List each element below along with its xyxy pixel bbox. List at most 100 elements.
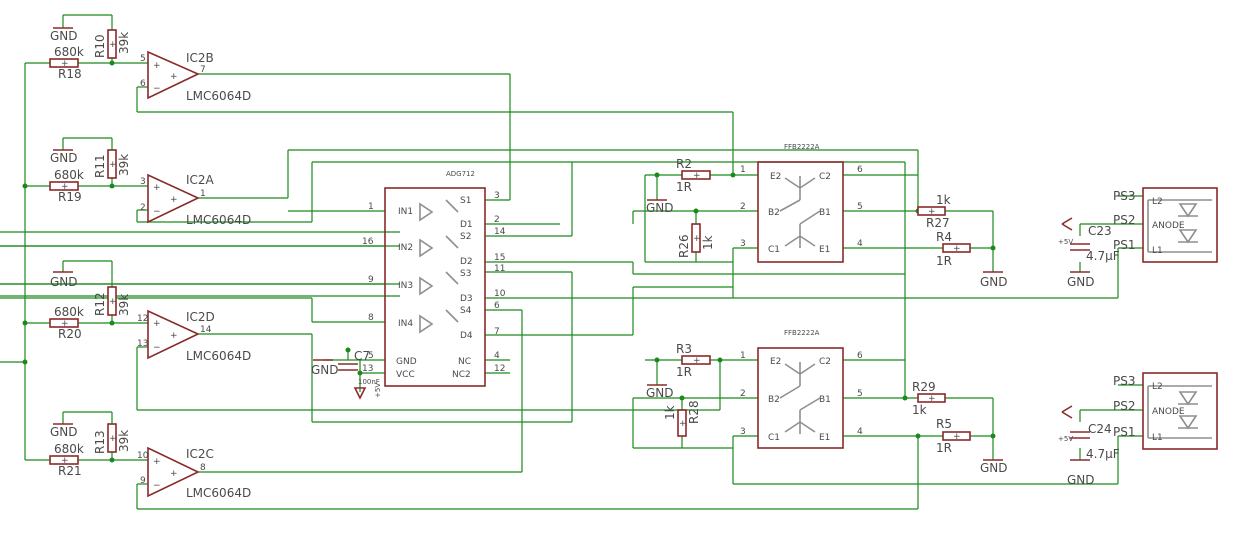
svg-text:PS2: PS2	[1113, 213, 1136, 227]
svg-text:L1: L1	[1152, 246, 1163, 256]
svg-text:+: +	[679, 419, 687, 429]
resistor-name: R4	[936, 230, 952, 244]
svg-text:12: 12	[494, 364, 505, 374]
gnd-symbol: GND	[1067, 271, 1095, 289]
svg-text:+: +	[61, 456, 69, 466]
pin-label: 12	[137, 314, 148, 324]
svg-text:GND: GND	[50, 425, 78, 439]
svg-text:+: +	[153, 319, 161, 329]
svg-text:6: 6	[857, 351, 863, 361]
svg-text:+: +	[109, 40, 117, 50]
svg-text:PS1: PS1	[1113, 238, 1136, 252]
resistor-value: 1k	[936, 193, 951, 207]
svg-text:S1: S1	[460, 196, 471, 206]
svg-text:GND: GND	[980, 461, 1008, 475]
gnd-symbol: GND	[980, 459, 1008, 475]
resistor-name: R26	[677, 234, 691, 258]
svg-text:+: +	[953, 244, 961, 254]
resistor-value: 1k	[701, 235, 715, 250]
supply-label: +5V	[374, 383, 382, 398]
svg-text:C2: C2	[819, 172, 831, 182]
svg-text:NC: NC	[458, 357, 471, 367]
resistor-r5: + R5 1R	[936, 417, 971, 455]
resistor-r27: + 1k R27	[917, 193, 951, 230]
svg-text:B2: B2	[768, 208, 780, 218]
svg-text:+: +	[61, 182, 69, 192]
pin-label: 9	[140, 476, 146, 486]
transistor-lower: FFB2222A E2 C2 B2 B1 C1 E1 1 2 3 6 5 4	[740, 329, 863, 449]
capacitor-value: 4.7µF	[1086, 249, 1120, 263]
svg-text:PS3: PS3	[1113, 189, 1136, 203]
component-name: FFB2222A	[784, 143, 820, 151]
resistor-value: 1R	[936, 441, 952, 455]
resistor-r21: + 680k R21	[49, 442, 84, 478]
svg-text:GND: GND	[50, 151, 78, 165]
svg-text:4: 4	[494, 351, 500, 361]
svg-text:GND: GND	[311, 363, 339, 377]
svg-text:B1: B1	[819, 208, 831, 218]
component-name: FFB2222A	[784, 329, 820, 337]
svg-text:D3: D3	[460, 294, 473, 304]
svg-text:7: 7	[494, 327, 500, 337]
svg-text:−: −	[153, 343, 161, 353]
led-module-lower: PS3 PS2 PS1 L2 ANODE L1	[1113, 372, 1218, 450]
capacitor-c23: C23 4.7µF +5V	[1058, 217, 1120, 263]
svg-text:L1: L1	[1152, 433, 1163, 443]
svg-text:2: 2	[740, 202, 746, 212]
svg-text:E1: E1	[819, 433, 830, 443]
svg-text:E2: E2	[770, 172, 781, 182]
svg-text:E1: E1	[819, 245, 830, 255]
svg-text:13: 13	[362, 364, 373, 374]
svg-text:B1: B1	[819, 395, 831, 405]
resistor-name: R20	[58, 327, 82, 341]
resistor-r12: + R12 39k	[93, 286, 131, 316]
svg-text:1: 1	[368, 202, 374, 212]
resistor-value: 1k	[663, 405, 677, 420]
gnd-symbol: GND	[980, 271, 1008, 289]
resistor-r26: + R26 1k	[677, 223, 715, 258]
resistor-name: R13	[93, 430, 107, 454]
svg-text:E2: E2	[770, 357, 781, 367]
svg-text:+: +	[170, 469, 178, 479]
resistor-value: 680k	[54, 305, 84, 319]
resistor-r3: + R3 1R	[676, 342, 711, 379]
resistor-name: R27	[926, 216, 950, 230]
capacitor-c7: C7 100nF +5V	[338, 349, 382, 400]
svg-text:IN3: IN3	[398, 281, 413, 291]
svg-text:L2: L2	[1152, 382, 1163, 392]
resistor-r19: + 680k R19	[49, 168, 84, 204]
wires	[0, 14, 1143, 510]
svg-text:5: 5	[857, 389, 863, 399]
resistor-r2: + R2 1R	[676, 157, 711, 194]
gnd-symbol: GND	[50, 423, 78, 439]
resistor-name: R28	[687, 400, 701, 424]
opamp-ic2a: 3 2 1 +− + IC2A LMC6064D	[140, 173, 251, 227]
resistor-value: 39k	[117, 430, 131, 452]
svg-text:L2: L2	[1152, 197, 1163, 207]
resistor-r13: + R13 39k	[93, 423, 131, 454]
svg-text:3: 3	[494, 191, 500, 201]
gnd-symbol: GND	[646, 199, 674, 215]
transistor-upper: FFB2222A E2 C2 B2 B1 C1 E1 1 2 3 6 5 4	[740, 143, 863, 263]
svg-text:3: 3	[740, 239, 746, 249]
svg-text:+: +	[61, 59, 69, 69]
svg-text:GND: GND	[396, 357, 417, 367]
svg-text:IN4: IN4	[398, 319, 413, 329]
svg-text:6: 6	[857, 165, 863, 175]
svg-text:+: +	[153, 183, 161, 193]
pin-label: 6	[140, 79, 146, 89]
svg-text:GND: GND	[50, 275, 78, 289]
svg-text:14: 14	[494, 227, 506, 237]
svg-text:VCC: VCC	[396, 370, 415, 380]
svg-text:+: +	[109, 160, 117, 170]
svg-text:10: 10	[494, 289, 506, 299]
svg-text:PS3: PS3	[1113, 374, 1136, 388]
svg-text:ANODE: ANODE	[1152, 407, 1185, 417]
component-name: IC2B	[186, 51, 214, 65]
gnd-symbol: GND	[311, 359, 339, 377]
pin-label: 2	[140, 203, 146, 213]
svg-text:S4: S4	[460, 306, 472, 316]
resistor-value: 39k	[117, 294, 131, 316]
gnd-symbol: GND	[1067, 459, 1095, 487]
resistor-name: R10	[93, 34, 107, 58]
